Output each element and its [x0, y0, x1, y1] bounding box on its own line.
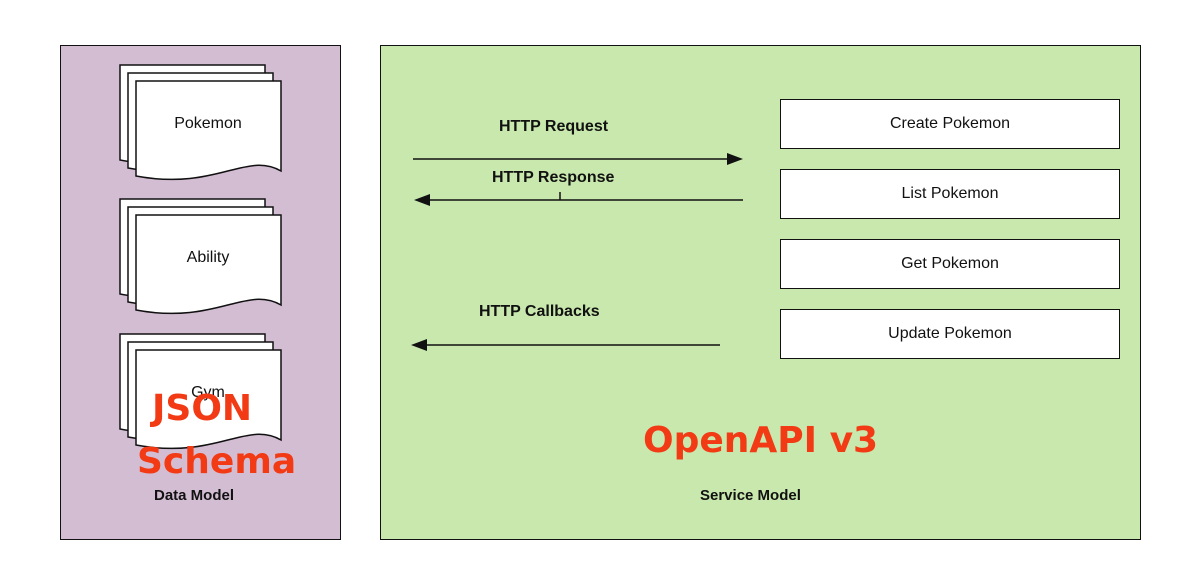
document-stack-icon — [119, 198, 282, 315]
http-callbacks-label: HTTP Callbacks — [479, 303, 600, 320]
service-model-caption: Service Model — [700, 487, 801, 504]
doc-label-pokemon: Pokemon — [174, 115, 242, 132]
data-model-caption: Data Model — [154, 487, 235, 504]
callbacks-arrow — [411, 339, 720, 351]
http-response-label: HTTP Response — [492, 169, 615, 186]
operation-list-pokemon: List Pokemon — [780, 169, 1120, 219]
operation-update-pokemon: Update Pokemon — [780, 309, 1120, 359]
operation-get-pokemon: Get Pokemon — [780, 239, 1120, 289]
doc-label-ability: Ability — [186, 249, 230, 266]
schema-overlay-text: Schema — [137, 441, 297, 482]
request-arrow — [413, 153, 743, 165]
openapi-overlay-text: OpenAPI v3 — [643, 420, 879, 461]
document-stack-icon — [119, 64, 282, 181]
doc-label-gym: Gym — [191, 384, 225, 401]
operation-create-pokemon: Create Pokemon — [780, 99, 1120, 149]
http-request-label: HTTP Request — [499, 118, 609, 135]
doc-stack-pokemon: Pokemon — [119, 64, 282, 185]
doc-stack-ability: Ability — [119, 198, 282, 319]
doc-stack-gym: Gym — [119, 333, 282, 454]
json-overlay-text: JSON — [152, 388, 253, 429]
document-stack-icon — [119, 333, 282, 450]
response-arrow — [414, 192, 743, 206]
